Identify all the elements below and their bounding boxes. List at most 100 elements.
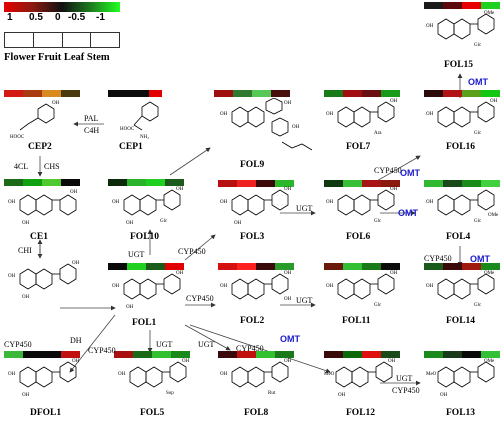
structure-ce1: OH OH OH: [8, 190, 78, 226]
heat-cell: [256, 351, 275, 358]
heatmap-fol16: [424, 90, 500, 97]
heat-cell: [362, 180, 381, 187]
heat-cell: [23, 90, 42, 97]
heat-cell: [481, 180, 500, 187]
svg-text:OH: OH: [220, 372, 228, 377]
heat-cell: [481, 351, 500, 358]
heat-cell: [218, 263, 237, 270]
svg-text:OH: OH: [426, 112, 434, 117]
svg-text:OH: OH: [390, 187, 398, 192]
enzyme-label-cyp450: CYP450: [186, 294, 214, 303]
svg-text:OH: OH: [118, 372, 126, 377]
svg-text:OMe: OMe: [484, 359, 495, 364]
svg-text:OH: OH: [112, 284, 120, 289]
heat-cell: [324, 263, 343, 270]
heatmap-fol15: [424, 2, 500, 9]
svg-text:HOOC: HOOC: [120, 127, 135, 132]
tissue-labels: Flower Fruit Leaf Stem: [4, 52, 110, 63]
heat-cell: [135, 90, 149, 97]
heat-cell: [381, 351, 400, 358]
heat-cell: [324, 180, 343, 187]
heatmap-fol13: [424, 351, 500, 358]
structure-naringenin: OH OH OH: [8, 261, 80, 300]
enzyme-label-omt: OMT: [468, 77, 488, 87]
heat-cell: [42, 90, 61, 97]
color-gradient-bar: [4, 2, 120, 12]
heat-cell: [256, 180, 275, 187]
enzyme-label-dh: DH: [70, 336, 82, 345]
heat-cell: [148, 90, 162, 97]
heat-cell: [218, 351, 237, 358]
enzyme-label-ugt: UGT: [296, 204, 313, 213]
heat-cell: [462, 90, 481, 97]
scale-label: 1: [7, 12, 13, 23]
structure-fol16: OH OH Glc: [426, 99, 498, 136]
heat-cell: [481, 2, 500, 9]
structure-dfol1: OH OH OH: [8, 359, 80, 398]
svg-text:MeO: MeO: [426, 372, 437, 377]
heat-cell: [343, 263, 362, 270]
heat-cell: [214, 90, 233, 97]
svg-text:OH: OH: [390, 99, 398, 104]
svg-text:OH: OH: [326, 200, 334, 205]
enzyme-label-ugt: UGT: [156, 340, 173, 349]
svg-text:OH: OH: [72, 261, 80, 266]
heat-cell: [343, 90, 362, 97]
heat-cell: [443, 2, 462, 9]
heat-cell: [121, 90, 135, 97]
svg-text:OH: OH: [326, 112, 334, 117]
heat-cell: [362, 263, 381, 270]
structure-fol1: OH OH OH: [112, 271, 184, 310]
svg-text:OH: OH: [8, 372, 16, 377]
heat-cell: [108, 263, 127, 270]
heat-cell: [462, 180, 481, 187]
heat-cell: [443, 263, 462, 270]
svg-text:OH: OH: [220, 112, 228, 117]
svg-text:OH: OH: [70, 190, 78, 195]
heat-cell: [233, 90, 252, 97]
svg-text:OH: OH: [390, 271, 398, 276]
scale-label: 0.5: [29, 12, 43, 23]
heat-cell: [343, 180, 362, 187]
compound-label-fol10: FOL10: [130, 232, 160, 242]
svg-text:OH: OH: [72, 359, 80, 364]
heatmap-fol2: [218, 263, 294, 270]
arrow-fol6-fol16: [374, 155, 421, 183]
heat-cell: [133, 351, 152, 358]
heat-cell: [152, 351, 171, 358]
structure-fol5: OH OH Sop: [118, 359, 190, 396]
svg-text:OH: OH: [8, 200, 16, 205]
svg-text:Glc: Glc: [374, 219, 382, 224]
svg-text:OMe: OMe: [488, 213, 499, 218]
heatmap-fol10: [108, 179, 184, 186]
heat-cell: [275, 263, 294, 270]
heat-cell: [462, 2, 481, 9]
compound-label-cep1: CEP1: [119, 142, 143, 152]
structure-fol14: OH OMe Glc: [426, 271, 495, 308]
svg-text:OH: OH: [284, 101, 292, 106]
compound-label-fol15: FOL15: [444, 60, 474, 70]
svg-text:OH: OH: [176, 271, 184, 276]
svg-text:OMe: OMe: [484, 271, 495, 276]
svg-text:OH: OH: [126, 221, 134, 226]
svg-text:OH: OH: [52, 101, 60, 106]
structure-fol15: OH OMe Glc: [426, 11, 495, 48]
arrow-fol1-fol12: [189, 324, 331, 374]
heat-cell: [108, 179, 127, 186]
svg-text:OH: OH: [176, 187, 184, 192]
svg-text:OH: OH: [22, 295, 30, 300]
structure-fol4: OH OMe Glc: [426, 189, 499, 224]
svg-text:OH: OH: [284, 297, 292, 302]
compound-label-fol2: FOL2: [240, 316, 265, 326]
heatmap-fol7: [324, 90, 400, 97]
heat-cell: [362, 351, 381, 358]
heat-cell: [108, 90, 122, 97]
svg-text:OH: OH: [426, 24, 434, 29]
svg-text:Glc: Glc: [474, 131, 482, 136]
heat-cell: [324, 90, 343, 97]
heat-cell: [165, 179, 184, 186]
heat-cell: [165, 263, 184, 270]
heat-cell: [4, 179, 23, 186]
heat-cell: [443, 90, 462, 97]
